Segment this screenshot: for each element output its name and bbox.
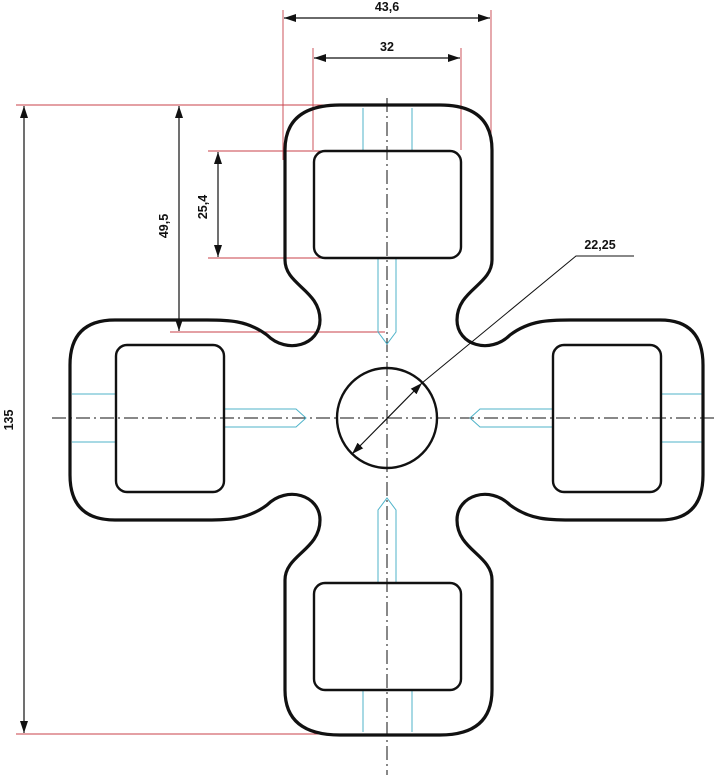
pocket-left <box>114 343 226 494</box>
dim-overall-height: 135 <box>2 410 16 431</box>
dimension-texts: 43,6 32 22,25 135 49,5 25,4 <box>2 0 616 430</box>
dim-outer-width: 43,6 <box>375 0 399 14</box>
pocket-bottom <box>312 581 463 692</box>
hidden-lines <box>72 108 703 732</box>
dim-line-hole-diameter <box>351 382 423 455</box>
center-hole <box>335 366 439 470</box>
extension-lines <box>16 10 492 735</box>
dimension-lines <box>20 14 634 733</box>
pocket-top <box>312 149 463 260</box>
dim-hole-diameter: 22,25 <box>584 238 615 252</box>
dim-pocket-height: 25,4 <box>196 195 210 219</box>
pocket-right <box>551 343 663 494</box>
outer-profile <box>68 103 705 737</box>
hole-leader <box>421 255 634 384</box>
dim-arm-length: 49,5 <box>157 214 171 238</box>
pockets <box>114 149 663 692</box>
center-lines <box>52 98 718 775</box>
dim-inner-width: 32 <box>380 40 394 54</box>
